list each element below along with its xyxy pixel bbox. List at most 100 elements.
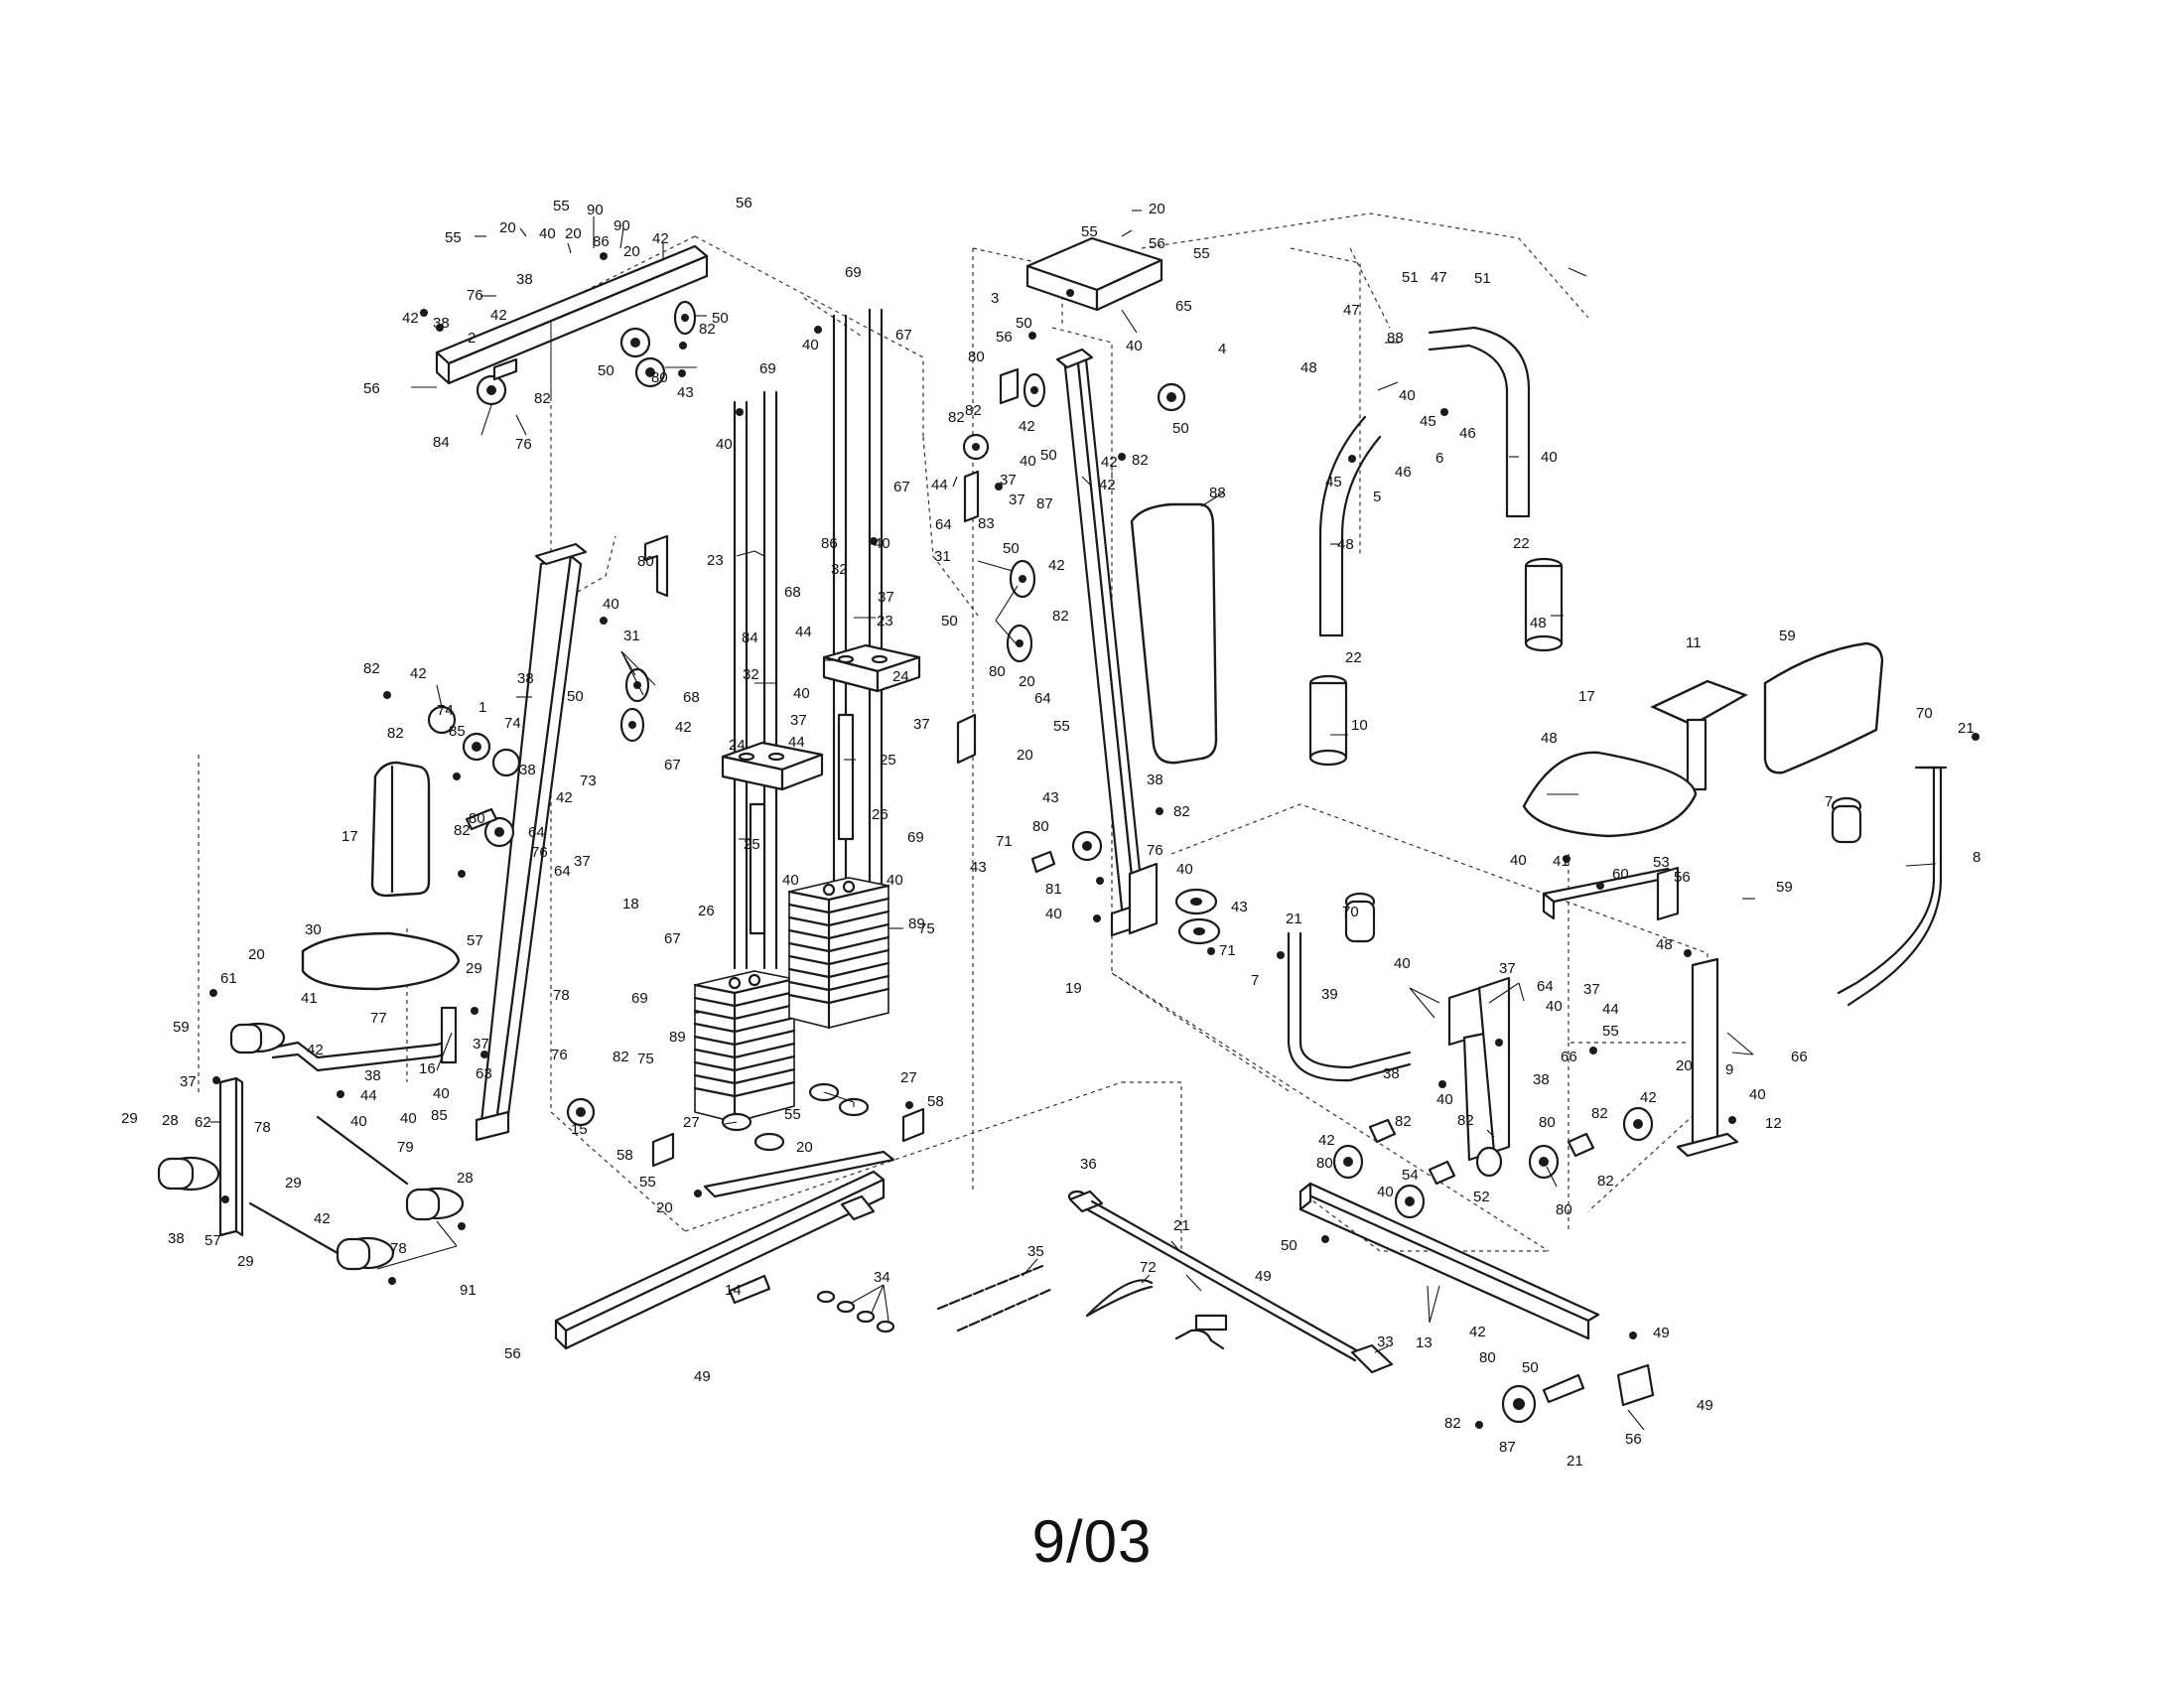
callout: 42	[490, 307, 507, 324]
callout: 86	[593, 233, 610, 250]
callout: 5	[1373, 489, 1381, 505]
base-frame-13	[1298, 1182, 1600, 1340]
callout: 40	[350, 1113, 367, 1130]
callout: 40	[782, 872, 799, 889]
callout: 29	[237, 1253, 254, 1270]
press-arms-5-6	[1318, 326, 1531, 637]
callout: 1	[478, 699, 486, 716]
callout: 37	[473, 1036, 489, 1052]
callout: 20	[796, 1139, 813, 1156]
callout: 80	[637, 553, 654, 570]
callout: 86	[821, 535, 838, 552]
callout: 40	[1510, 852, 1527, 869]
callout: 82	[454, 822, 471, 839]
callout: 33	[1377, 1333, 1394, 1350]
handle-grips-22	[1308, 557, 1564, 767]
callout: 7	[1825, 793, 1833, 810]
callout: 51	[1402, 269, 1419, 286]
callout: 56	[1149, 235, 1165, 252]
callout: 91	[460, 1282, 477, 1299]
callout: 4	[1218, 341, 1226, 357]
callout: 55	[1602, 1023, 1619, 1040]
callout: 75	[637, 1051, 654, 1067]
callout: 28	[162, 1112, 179, 1129]
callout: 59	[173, 1019, 190, 1036]
callout: 21	[1567, 1453, 1583, 1470]
callout: 40	[1020, 453, 1036, 470]
callout: 70	[1342, 904, 1359, 920]
callout: 82	[363, 660, 380, 677]
callout: 64	[554, 863, 571, 880]
callout: 82	[1132, 452, 1149, 469]
callout: 42	[1318, 1132, 1335, 1149]
callout: 55	[1193, 245, 1210, 262]
weight-stack-89-front	[693, 970, 796, 1124]
callout: 63	[476, 1065, 492, 1082]
bar-36	[1067, 1190, 1394, 1374]
callout: 82	[1052, 608, 1069, 625]
callout: 48	[1530, 615, 1547, 632]
callout: 53	[1653, 854, 1670, 871]
callout: 55	[784, 1106, 801, 1123]
pulleys-center-tower	[962, 372, 1221, 945]
callout: 44	[360, 1087, 377, 1104]
handle-72	[1174, 1314, 1228, 1350]
callout: 85	[431, 1107, 448, 1124]
callout: 68	[683, 689, 700, 706]
callout: 57	[205, 1232, 221, 1249]
callout: 3	[991, 290, 999, 307]
callout: 76	[1147, 842, 1163, 859]
callout: 40	[539, 225, 556, 242]
callout: 18	[622, 896, 639, 912]
callout: 40	[887, 872, 903, 889]
callout: 50	[1281, 1237, 1297, 1254]
callout: 67	[664, 757, 681, 773]
callout: 74	[437, 702, 454, 719]
callout: 56	[1625, 1431, 1642, 1448]
lever-arm-12	[1447, 976, 1511, 1162]
callout: 72	[1140, 1259, 1157, 1276]
callout: 16	[419, 1060, 436, 1077]
callout: 64	[935, 516, 952, 533]
callout: 8	[1973, 849, 1980, 866]
callout: 43	[1042, 789, 1059, 806]
callout: 49	[1653, 1325, 1670, 1341]
callout: 87	[1499, 1439, 1516, 1456]
callout: 79	[397, 1139, 414, 1156]
seat-pad-17-right	[1522, 751, 1698, 838]
callout: 75	[918, 920, 935, 937]
callout: 49	[1697, 1397, 1713, 1414]
back-pad-19	[1130, 502, 1218, 765]
callout: 40	[1377, 1184, 1394, 1200]
callout: 70	[1916, 705, 1933, 722]
callout: 29	[466, 960, 482, 977]
callout: 44	[795, 624, 812, 640]
selector-rods-25	[749, 713, 855, 935]
callout: 76	[551, 1047, 568, 1063]
callout: 76	[531, 844, 548, 861]
base-frame-14	[554, 1150, 895, 1350]
callout: 7	[1251, 972, 1259, 989]
callout: 56	[1674, 869, 1691, 886]
callout: 84	[433, 434, 450, 451]
callout: 43	[970, 859, 987, 876]
callout: 47	[1431, 269, 1447, 286]
callout: 50	[598, 362, 614, 379]
callout: 50	[712, 310, 729, 327]
callout: 82	[699, 321, 716, 338]
callout: 38	[364, 1067, 381, 1084]
callout: 40	[1436, 1091, 1453, 1108]
callout: 48	[1541, 730, 1558, 747]
chain-34	[936, 1264, 1054, 1333]
callout: 55	[553, 198, 570, 214]
callout: 59	[1776, 879, 1793, 896]
callout: 42	[556, 789, 573, 806]
callout: 40	[1546, 998, 1563, 1015]
top-beam-3	[1025, 236, 1163, 312]
callout: 9	[1725, 1061, 1733, 1078]
foam-rollers-29	[157, 1022, 465, 1271]
clips-33	[816, 1290, 895, 1333]
callout: 36	[1080, 1156, 1097, 1173]
callout: 65	[1175, 298, 1192, 315]
callout: 64	[1034, 690, 1051, 707]
